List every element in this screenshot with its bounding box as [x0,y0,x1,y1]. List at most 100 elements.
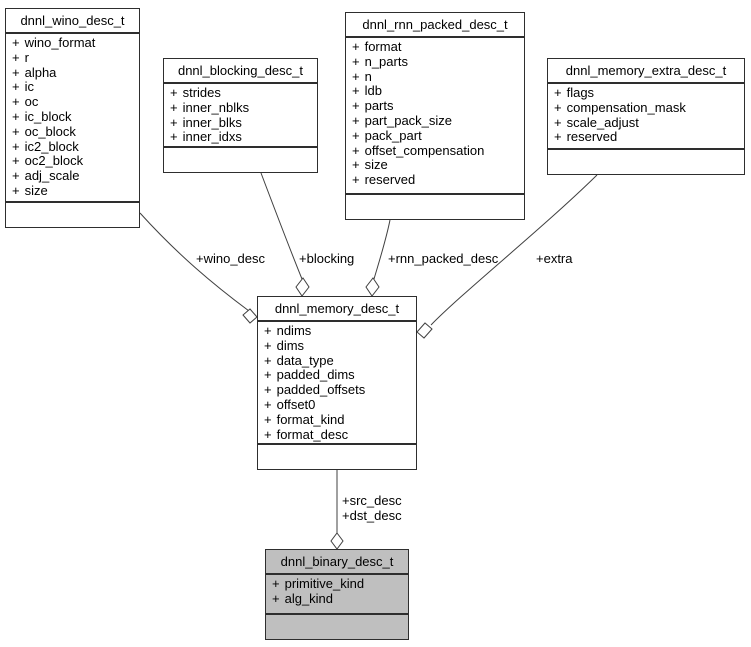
field-name: reserved [566,129,618,145]
field-name: parts [364,98,394,114]
field-row: +adj_scale [12,168,133,184]
class-node-dnnl-memory-extra-desc-t[interactable]: dnnl_memory_extra_desc_t +flags+compensa… [547,58,745,175]
field-prefix: + [12,138,20,154]
field-name: format_kind [276,411,345,427]
field-name: primitive_kind [284,576,365,591]
field-row: +data_type [264,352,410,369]
field-name: ldb [364,83,382,99]
field-row: +ndims [264,323,410,339]
field-row: +oc_block [12,123,133,140]
aggregation-diamond [365,277,380,297]
aggregation-diamond [330,532,344,550]
field-prefix: + [264,367,272,383]
field-prefix: + [264,323,272,338]
field-name: strides [182,85,221,100]
field-name: oc2_block [24,153,84,169]
field-row: +ic [12,79,133,95]
field-row: +pack_part [352,127,518,144]
field-name: ic_block [24,108,72,124]
field-prefix: + [12,49,20,65]
field-prefix: + [12,123,20,139]
field-prefix: + [12,153,20,169]
field-name: padded_dims [276,367,355,383]
class-node-dnnl-blocking-desc-t[interactable]: dnnl_blocking_desc_t +strides+inner_nblk… [163,58,318,173]
field-name: offset_compensation [364,142,485,158]
field-prefix: + [170,129,178,145]
field-row: +part_pack_size [352,112,518,129]
aggregation-diamond [242,308,258,324]
field-name: oc [24,94,39,110]
class-fields: +primitive_kind+alg_kind [266,575,408,613]
class-footer [164,146,317,172]
class-fields: +flags+compensation_mask+scale_adjust+re… [548,84,744,148]
class-node-dnnl-rnn-packed-desc-t[interactable]: dnnl_rnn_packed_desc_t +format+n_parts+n… [345,12,525,220]
field-prefix: + [264,337,272,353]
class-node-dnnl-wino-desc-t[interactable]: dnnl_wino_desc_t +wino_format+r+alpha+ic… [5,8,140,228]
field-row: +n [352,69,518,85]
field-name: inner_blks [182,114,242,130]
field-row: +format [352,39,518,55]
field-name: wino_format [24,35,96,50]
class-node-dnnl-memory-desc-t[interactable]: dnnl_memory_desc_t +ndims+dims+data_type… [257,296,417,470]
field-prefix: + [264,352,272,368]
field-prefix: + [352,83,360,99]
field-name: size [24,182,48,198]
field-prefix: + [12,108,20,124]
field-name: ic2_block [24,138,79,154]
class-footer [266,613,408,639]
field-name: scale_adjust [566,114,639,130]
field-name: pack_part [364,127,422,143]
aggregation-diamond [295,277,310,297]
field-row: +reserved [554,129,738,145]
field-row: +ic_block [12,108,133,125]
class-node-dnnl-binary-desc-t[interactable]: dnnl_binary_desc_t +primitive_kind+alg_k… [265,549,409,640]
field-prefix: + [264,396,272,412]
field-prefix: + [264,382,272,398]
field-prefix: + [12,182,20,198]
field-prefix: + [352,157,360,173]
field-name: inner_idxs [182,129,242,145]
field-row: +primitive_kind [272,576,402,592]
field-prefix: + [554,129,562,145]
class-title: dnnl_memory_extra_desc_t [548,59,744,84]
field-prefix: + [352,172,360,188]
field-name: inner_nblks [182,99,250,115]
field-prefix: + [352,112,360,128]
field-name: offset0 [276,396,316,412]
field-row: + strides [170,85,311,101]
class-fields: +ndims+dims+data_type+padded_dims+padded… [258,322,416,443]
field-row: +reserved [352,172,518,188]
field-prefix: + [264,426,272,442]
class-title: dnnl_wino_desc_t [6,9,139,34]
field-prefix: + [554,85,562,100]
edge-blocking [260,172,303,280]
field-row: +oc [12,94,133,110]
field-prefix: + [352,142,360,158]
field-row: +alg_kind [272,591,402,607]
field-row: +inner_blks [170,114,311,131]
field-row: +flags [554,85,738,101]
field-prefix: + [352,39,360,54]
edge-label-blocking: +blocking [299,251,355,266]
field-row: +size [12,182,133,199]
field-prefix: + [264,411,272,427]
field-row: +dims [264,337,410,354]
field-name: oc_block [24,123,76,139]
edge-rnn-packed-desc [373,219,391,280]
field-row: +format_desc [264,426,410,443]
class-title: dnnl_blocking_desc_t [164,59,317,84]
field-prefix: + [170,99,178,115]
edge-label-dst-desc: +dst_desc [342,508,402,523]
field-row: +n_parts [352,54,518,70]
field-name: part_pack_size [364,112,453,128]
field-name: size [364,157,388,173]
field-row: +format_kind [264,411,410,428]
field-row: +padded_offsets [264,382,410,398]
edge-label-wino-desc: +wino_desc [196,251,266,266]
field-prefix: + [170,85,178,100]
field-name: data_type [276,352,334,368]
class-footer [6,201,139,227]
field-name: dims [276,337,305,353]
edge-label-src-desc: +src_desc [342,493,402,508]
